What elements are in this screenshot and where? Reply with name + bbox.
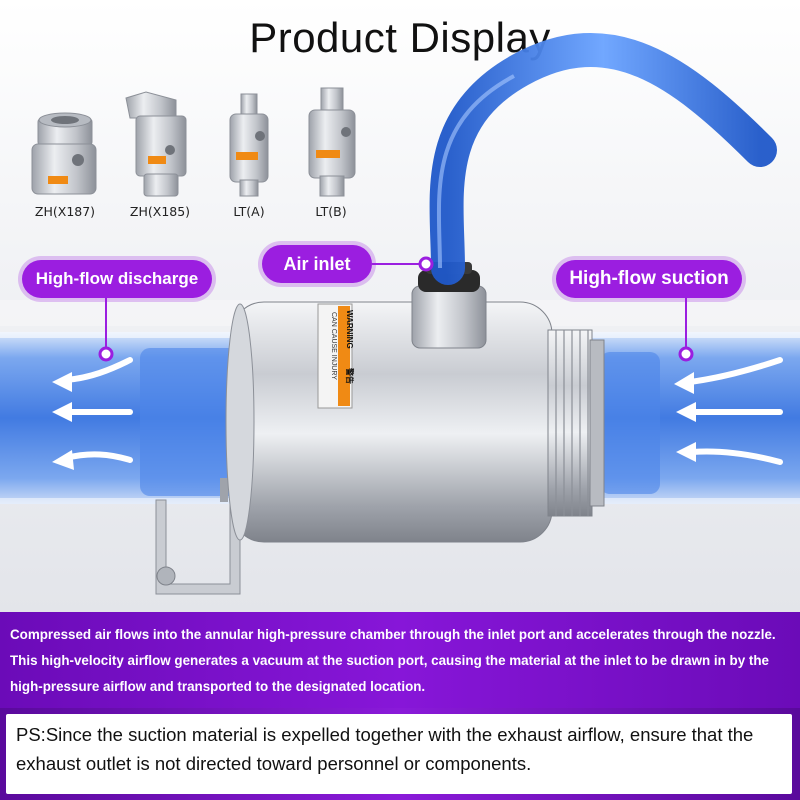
product-label-zh-x187: ZH(X187) (34, 204, 96, 219)
callout-leaders (98, 256, 694, 362)
product-lt-a-image (229, 93, 269, 197)
warning-sticker: WARNING 警告 CAN CAUSE INJURY (317, 303, 355, 409)
ps-box (6, 714, 792, 794)
product-label-lt-a: LT(A) (233, 204, 265, 219)
discharge-callout: High-flow discharge (22, 260, 212, 298)
description-band (0, 612, 800, 708)
warning-sticker-cn: 警告 (345, 367, 355, 384)
suction-callout: High-flow suction (556, 260, 742, 298)
ps-note: PS:Since the suction material is expelle… (16, 724, 754, 774)
air-hose (429, 33, 777, 285)
discharge-arrows (52, 357, 133, 470)
suction-arrows (674, 357, 783, 465)
warning-sticker-text: WARNING (345, 310, 354, 349)
product-label-zh-x185: ZH(X185) (129, 204, 191, 219)
amplifier-body (225, 301, 553, 543)
product-illustration: WARNING 警告 CAN CAUSE INJURY (0, 33, 800, 595)
product-zh-x187-image (31, 112, 97, 195)
product-lt-b-image (308, 87, 356, 197)
description-text: Compressed air flows into the annular hi… (10, 627, 776, 694)
product-label-lt-b: LT(B) (315, 204, 347, 219)
product-zh-x185-image (125, 91, 187, 197)
warning-sticker-injury: CAN CAUSE INJURY (330, 312, 337, 380)
air-inlet-callout: Air inlet (262, 245, 372, 283)
page-title: Product Display (249, 14, 551, 61)
threaded-end (547, 329, 605, 517)
